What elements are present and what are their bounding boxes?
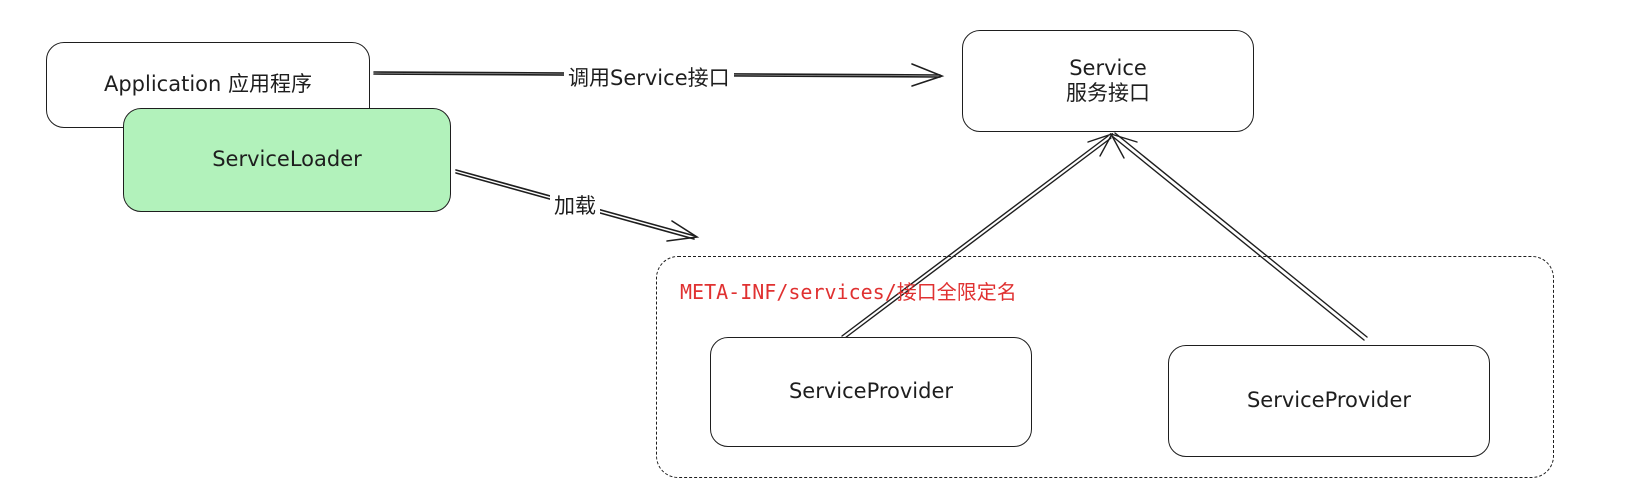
meta-inf-group-frame — [656, 256, 1554, 478]
service-provider-node-2[interactable]: ServiceProvider — [1168, 345, 1490, 457]
service-provider-label-2: ServiceProvider — [1246, 388, 1412, 413]
service-provider-node-1[interactable]: ServiceProvider — [710, 337, 1032, 447]
application-label: Application 应用程序 — [103, 72, 312, 97]
service-subtitle: 服务接口 — [1066, 81, 1150, 105]
service-provider-label-1: ServiceProvider — [788, 379, 954, 404]
serviceloader-label: ServiceLoader — [212, 147, 362, 172]
service-title: Service — [1069, 55, 1147, 80]
serviceloader-node[interactable]: ServiceLoader — [123, 108, 451, 212]
edge-load-label: 加载 — [550, 190, 600, 220]
edge-call-label: 调用Service接口 — [564, 62, 734, 92]
meta-inf-group-title: META-INF/services/接口全限定名 — [680, 280, 1017, 304]
edge-implements-2 — [1109, 132, 1368, 341]
service-node[interactable]: Service 服务接口 — [962, 30, 1254, 132]
